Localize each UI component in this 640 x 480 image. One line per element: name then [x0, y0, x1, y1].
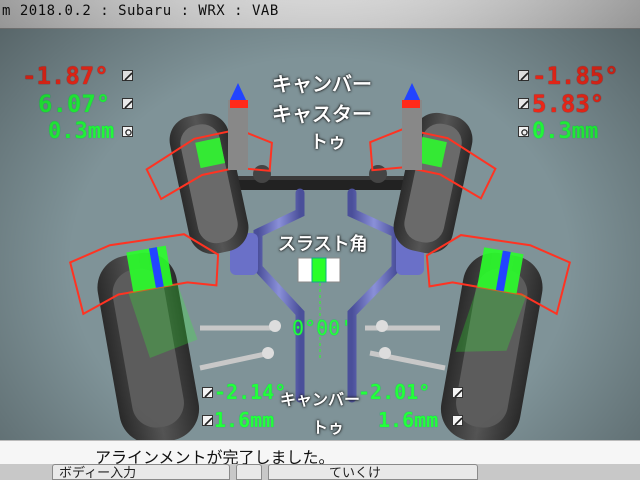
front-right-camber-check-icon[interactable] [518, 70, 529, 81]
thrust-angle-value: 0°00' [292, 316, 353, 340]
title-bar: m 2018.0.2 : Subaru : WRX : VAB [0, 0, 640, 29]
exhaust-system [253, 188, 401, 403]
thrust-angle-label: スラスト角 [278, 234, 368, 255]
rear-right-camber-check-icon[interactable] [452, 387, 463, 398]
front-left-camber-value: -1.87° [22, 62, 109, 90]
toe-label: トゥ [310, 132, 346, 153]
front-left-caster-value: 6.07° [38, 90, 111, 118]
front-right-toe-value: 0.3mm [532, 119, 599, 144]
next-button[interactable]: ていくけ [268, 464, 478, 480]
zoom-button[interactable] [236, 464, 262, 480]
thrust-indicator [311, 257, 327, 283]
front-right-caster-value: 5.83° [532, 90, 605, 118]
next-button-label: ていくけ [329, 466, 382, 480]
body-input-button[interactable]: ボディー入力 [52, 464, 230, 480]
rear-right-toe-value: 1.6mm [378, 408, 439, 432]
rear-right-camber-value: -2.01° [358, 380, 431, 404]
status-bar: アラインメントが完了しました。 [0, 440, 640, 467]
front-left-caster-check-icon[interactable] [122, 98, 133, 109]
front-right-toe-settings-icon[interactable] [518, 126, 529, 137]
caster-label: キャスター [272, 102, 372, 126]
front-right-caster-check-icon[interactable] [518, 98, 529, 109]
rear-camber-label: キャンバー [280, 390, 361, 409]
rear-left-camber-check-icon[interactable] [202, 387, 213, 398]
rear-right-toe-check-icon[interactable] [452, 415, 463, 426]
vehicle-diagram [69, 83, 571, 440]
rear-toe-label: トゥ [312, 418, 345, 437]
front-right-camber-value: -1.85° [532, 62, 619, 90]
alignment-view: -1.87° 6.07° 0.3mm キャンバー キャスター トゥ -1.85°… [0, 28, 640, 440]
rear-left-camber-value: -2.14° [214, 380, 287, 404]
window-title: m 2018.0.2 : Subaru : WRX : VAB [2, 3, 279, 19]
front-left-camber-check-icon[interactable] [122, 70, 133, 81]
front-right-strut [402, 83, 422, 170]
front-left-toe-value: 0.3mm [48, 119, 115, 144]
rear-left-wheel [69, 233, 220, 440]
body-input-button-label: ボディー入力 [59, 466, 137, 480]
status-message: アラインメントが完了しました。 [95, 448, 335, 467]
rear-left-toe-value: 1.6mm [214, 408, 275, 432]
bottom-toolbar: ボディー入力 ていくけ [0, 464, 640, 480]
rear-right-wheel [425, 234, 571, 440]
rear-left-toe-check-icon[interactable] [202, 415, 213, 426]
front-left-strut [228, 83, 248, 170]
front-left-toe-settings-icon[interactable] [122, 126, 133, 137]
camber-label: キャンバー [272, 72, 372, 96]
